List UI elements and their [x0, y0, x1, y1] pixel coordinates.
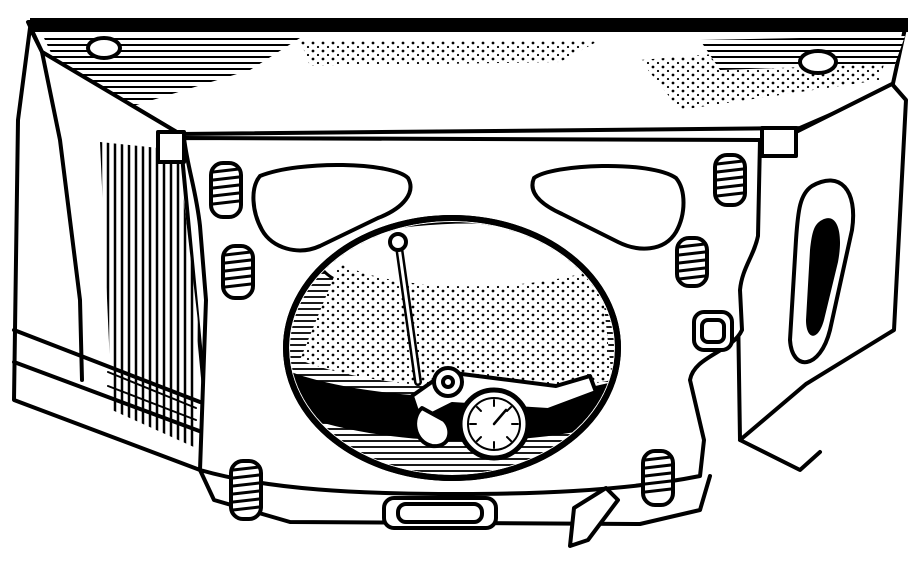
head-stud-4: [675, 236, 709, 288]
stud-nut: [692, 310, 734, 352]
right-deck-notch: [760, 126, 798, 158]
head-studs: [209, 153, 747, 521]
dial-gauge-needle: [492, 408, 508, 426]
block-top-deck: [26, 18, 908, 136]
coolant-port-left: [251, 162, 413, 253]
head-stud-1: [209, 161, 243, 219]
block-left-wall: [12, 26, 212, 472]
bolt-hole-left: [86, 36, 122, 60]
head-stud-3: [713, 153, 747, 207]
block-right-wall: [734, 82, 908, 472]
stud-nut-inner: [700, 318, 726, 344]
left-deck-notch: [156, 130, 186, 164]
coolant-port-right: [530, 163, 686, 251]
dial-gauge-ticks: [469, 399, 519, 449]
clamp-knob: [432, 366, 464, 398]
bolt-hole-right: [798, 49, 838, 75]
head-stud-5: [229, 459, 263, 521]
head-stud-2: [221, 244, 255, 300]
dial-indicator: [388, 232, 598, 461]
head-stud-6: [641, 449, 675, 507]
